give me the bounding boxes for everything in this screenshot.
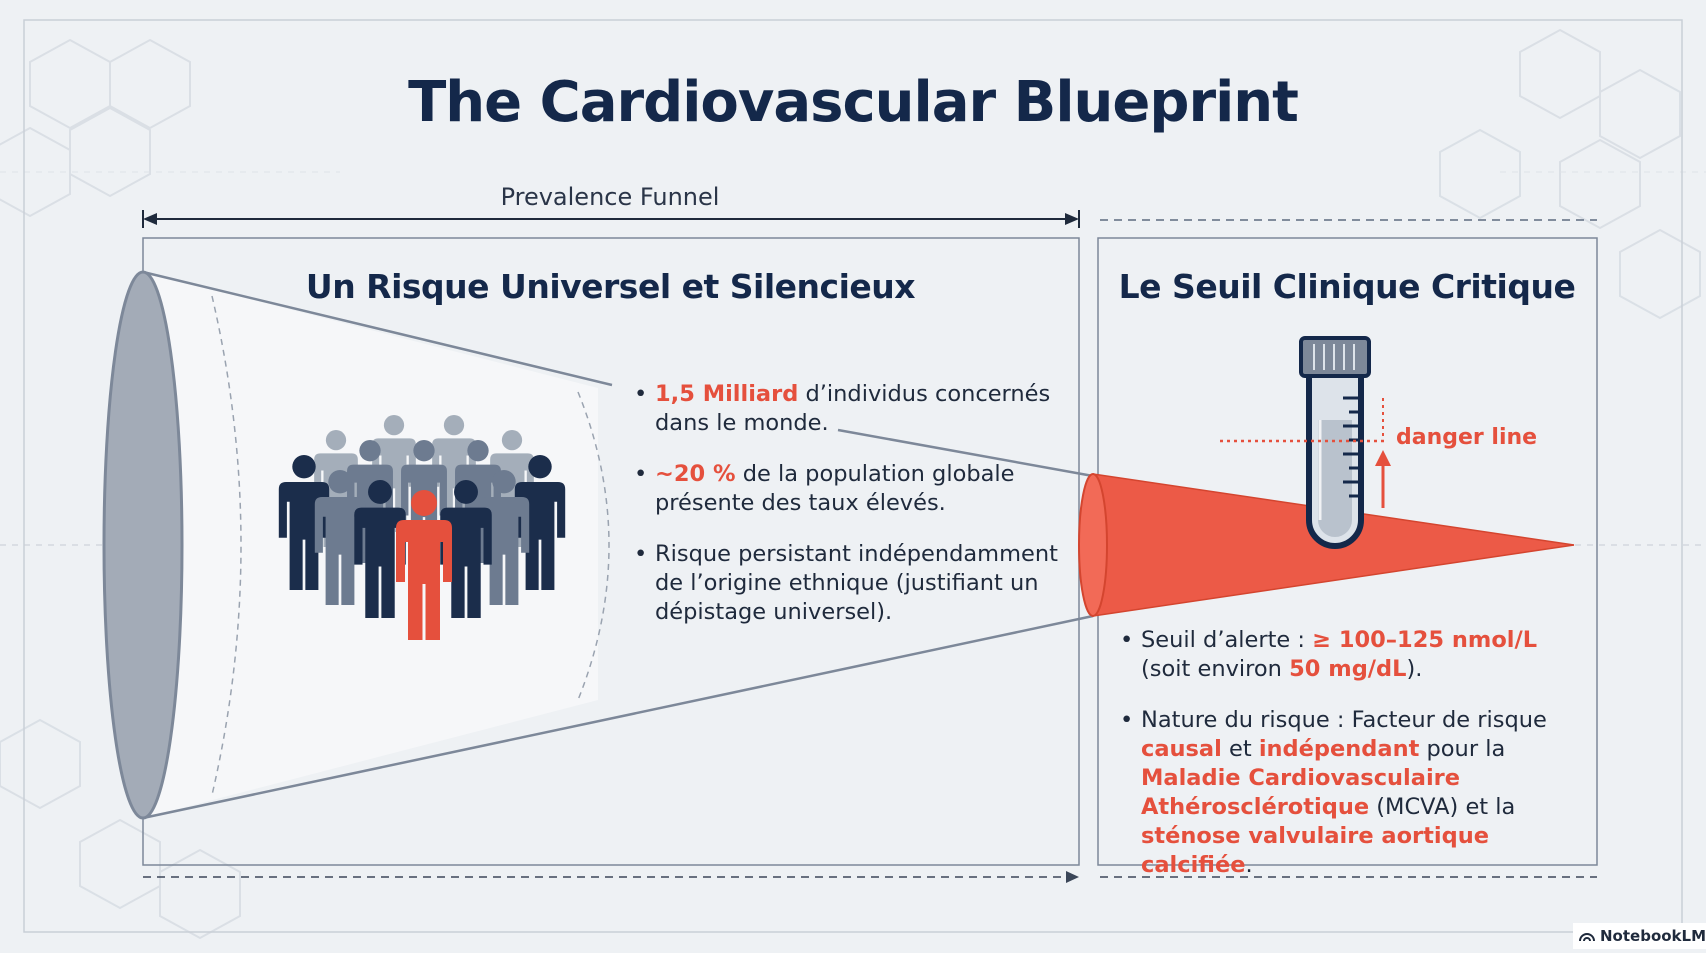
bullet-text: de la population globale présente des ta… (655, 461, 1015, 516)
people-crowd-icon (278, 415, 566, 640)
bullet-ethnic-risk: Risque persistant indépendamment de l’or… (634, 540, 1074, 627)
bullet-text: ). (1406, 656, 1423, 682)
test-tube-icon (1299, 336, 1371, 549)
brand-label: NotebookLM (1600, 927, 1706, 945)
bullet-highlight: ~20 % (655, 461, 736, 487)
danger-line-label: danger line (1396, 425, 1538, 450)
outer-frame (23, 19, 1683, 933)
person-figure (314, 470, 366, 605)
bullet-text: . (1245, 852, 1253, 878)
highlighted-person (396, 490, 452, 640)
prevalence-funnel-label: Prevalence Funnel (500, 183, 720, 211)
bullet-text: pour la (1419, 736, 1506, 762)
bullet-text: d’individus concernés dans le monde. (655, 381, 1051, 436)
bullet-highlight: 1,5 Milliard (655, 381, 799, 407)
bullet-text: Seuil d’alerte : (1141, 627, 1313, 653)
bottom-flow-arrow (143, 871, 1597, 883)
bullet-text: Nature du risque : Facteur de risque (1141, 707, 1547, 733)
bullet-text: (MCVA) et la (1369, 794, 1516, 820)
highlight-causal: causal (1141, 736, 1222, 762)
bullet-text: et (1221, 736, 1259, 762)
bullet-risk-nature: Nature du risque : Facteur de risque cau… (1120, 706, 1590, 880)
notebooklm-brand: NotebookLM (1573, 923, 1706, 949)
prevalence-bullet-list: 1,5 Milliard d’individus concernés dans … (634, 380, 1074, 649)
up-arrow-icon (1375, 450, 1391, 508)
notebooklm-logo-icon (1579, 933, 1595, 942)
threshold-value: ≥ 100–125 nmol/L (1312, 627, 1538, 653)
bullet-population-share: ~20 % de la population globale présente … (634, 460, 1074, 518)
highlight-independent: indépendant (1258, 736, 1420, 762)
person-figure (440, 480, 492, 618)
threshold-mgdl-value: 50 mg/dL (1289, 656, 1407, 682)
bullet-text: (soit environ (1141, 656, 1290, 682)
left-panel-title: Un Risque Universel et Silencieux (305, 267, 916, 306)
hexagon-pattern (0, 28, 1701, 940)
bullet-alert-threshold: Seuil d’alerte : ≥ 100–125 nmol/L (soit e… (1120, 626, 1590, 684)
bullet-text: Risque persistant indépendamment de l’or… (655, 541, 1058, 625)
page-title: The Cardiovascular Blueprint (408, 70, 1299, 135)
bullet-prevalence-count: 1,5 Milliard d’individus concernés dans … (634, 380, 1074, 438)
right-panel-title: Le Seuil Clinique Critique (1118, 267, 1576, 306)
prevalence-dimension-arrow (142, 210, 1080, 228)
highlight-stenosis: sténose valvulaire aortique calcifiée (1141, 823, 1490, 878)
highlight-mcva: Maladie Cardiovasculaire Athérosclérotiq… (1141, 765, 1461, 820)
person-figure (354, 480, 406, 618)
threshold-bullet-list: Seuil d’alerte : ≥ 100–125 nmol/L (soit e… (1120, 626, 1590, 902)
